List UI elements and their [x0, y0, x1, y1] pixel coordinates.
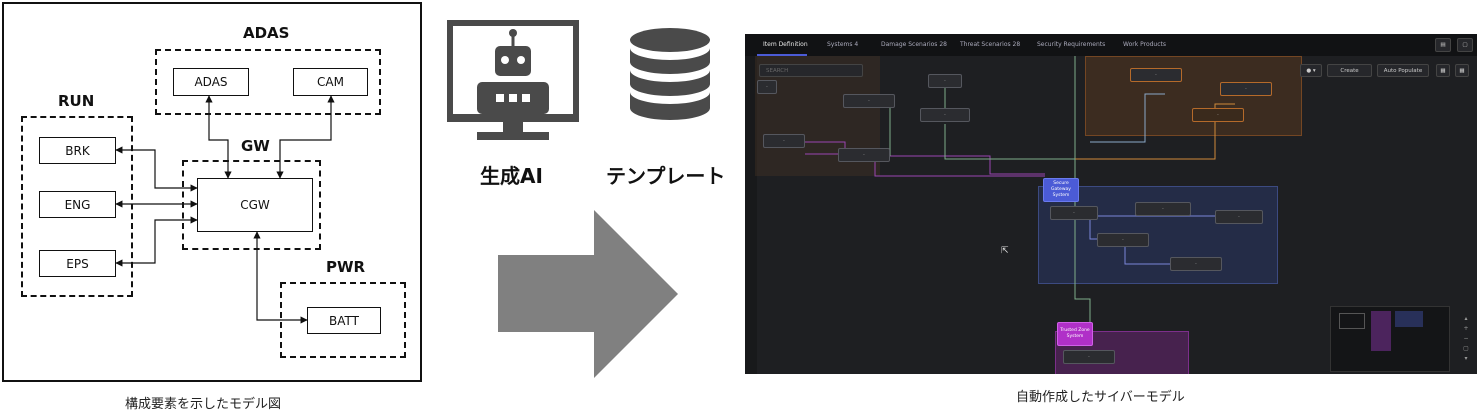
model-diagram-frame — [2, 2, 422, 382]
auto-populate-label: Auto Populate — [1383, 67, 1423, 74]
link-line — [1074, 159, 1091, 334]
minimap-region — [1339, 313, 1365, 329]
tab-work-products[interactable]: Work Products — [1123, 41, 1167, 48]
box-eng: ENG — [39, 191, 116, 218]
cyber-model-screenshot: Item Definition Systems 4 Damage Scenari… — [745, 34, 1477, 374]
diagram-node[interactable]: · — [838, 148, 890, 162]
tab-systems[interactable]: Systems 4 — [827, 41, 859, 48]
link-line — [1075, 103, 1235, 160]
right-arrow-icon — [498, 210, 678, 378]
minimap[interactable] — [1330, 306, 1450, 372]
link-line — [1124, 246, 1170, 265]
model-diagram-caption: 構成要素を示したモデル図 — [125, 397, 282, 412]
group-run — [21, 116, 133, 297]
tab-item-definition[interactable]: Item Definition — [763, 41, 808, 48]
diagram-node[interactable]: · — [920, 108, 970, 122]
diagram-node[interactable]: · — [1220, 82, 1272, 96]
diagram-node[interactable]: · — [1135, 202, 1191, 216]
diagram-node[interactable]: · — [1097, 233, 1149, 247]
minimap-region — [1371, 311, 1391, 351]
diagram-node[interactable]: · — [1130, 68, 1182, 82]
diagram-node[interactable]: · — [1063, 350, 1115, 364]
create-button[interactable]: Create — [1327, 64, 1372, 77]
zoom-controls[interactable]: ▴+−▢▾ — [1463, 315, 1469, 362]
connector-eps-cgw — [115, 216, 198, 267]
diagram-node[interactable]: · — [1170, 257, 1222, 271]
group-adas — [155, 49, 381, 115]
auto-populate-button[interactable]: Auto Populate — [1377, 64, 1429, 77]
tab-threat-scenarios[interactable]: Threat Scenarios 28 — [960, 41, 1021, 48]
diagram-node[interactable]: · — [757, 80, 777, 94]
create-label: Create — [1340, 67, 1359, 74]
active-tab-indicator — [757, 54, 807, 56]
box-cam: CAM — [293, 68, 368, 96]
connector-brk-cgw — [115, 146, 198, 192]
box-brk: BRK — [39, 137, 116, 164]
box-batt: BATT — [307, 307, 381, 334]
trusted-zone-label[interactable]: Trusted Zone System — [1057, 322, 1093, 346]
ai-label: 生成AI — [480, 164, 543, 188]
group-pwr — [280, 282, 406, 358]
box-eps: EPS — [39, 250, 116, 277]
search-input[interactable]: SEARCH — [759, 64, 863, 77]
expand-icon[interactable]: ▢ — [1457, 38, 1473, 52]
diagram-node[interactable]: · — [928, 74, 962, 88]
link-line — [944, 56, 1076, 160]
database-icon — [630, 28, 710, 120]
connector-cam-cgw — [276, 95, 335, 179]
search-placeholder: SEARCH — [766, 67, 789, 74]
diagram-node[interactable]: · — [1192, 108, 1244, 122]
document-icon[interactable]: ▤ — [1435, 38, 1451, 52]
group-label-run: RUN — [58, 92, 95, 110]
grid-icon[interactable]: ▦ — [1455, 64, 1469, 77]
group-label-adas: ADAS — [243, 24, 290, 42]
diagram-node[interactable]: · — [1215, 210, 1263, 224]
cyber-model-caption: 自動作成したサイバーモデル — [1016, 390, 1185, 405]
link-line — [805, 141, 1045, 175]
view-toggle-button[interactable]: ● ▾ — [1300, 64, 1322, 77]
secure-gateway-label[interactable]: Secure Gateway System — [1043, 178, 1079, 202]
tab-damage-scenarios[interactable]: Damage Scenarios 28 — [881, 41, 947, 48]
tab-security-requirements[interactable]: Security Requirements — [1037, 41, 1106, 48]
box-adas: ADAS — [173, 68, 249, 96]
robot-monitor-icon — [447, 20, 579, 140]
layout-icon[interactable]: ▦ — [1436, 64, 1450, 77]
group-gw — [182, 160, 321, 250]
box-cgw: CGW — [197, 178, 313, 232]
cursor-icon: ⇱ — [1001, 246, 1009, 256]
tab-bar: Item Definition Systems 4 Damage Scenari… — [745, 34, 1477, 56]
diagram-node[interactable]: · — [763, 134, 805, 148]
diagram-node[interactable]: · — [843, 94, 895, 108]
zone-orange-right — [1085, 56, 1302, 136]
group-label-gw: GW — [241, 137, 270, 155]
group-label-pwr: PWR — [326, 258, 366, 276]
link-line — [1090, 93, 1165, 143]
diagram-node[interactable]: · — [1050, 206, 1098, 220]
template-label: テンプレート — [606, 164, 726, 188]
connector-cgw-batt — [253, 231, 308, 324]
connector-adas-cgw — [205, 95, 232, 179]
minimap-region — [1395, 311, 1423, 327]
left-toolbar — [745, 56, 757, 374]
